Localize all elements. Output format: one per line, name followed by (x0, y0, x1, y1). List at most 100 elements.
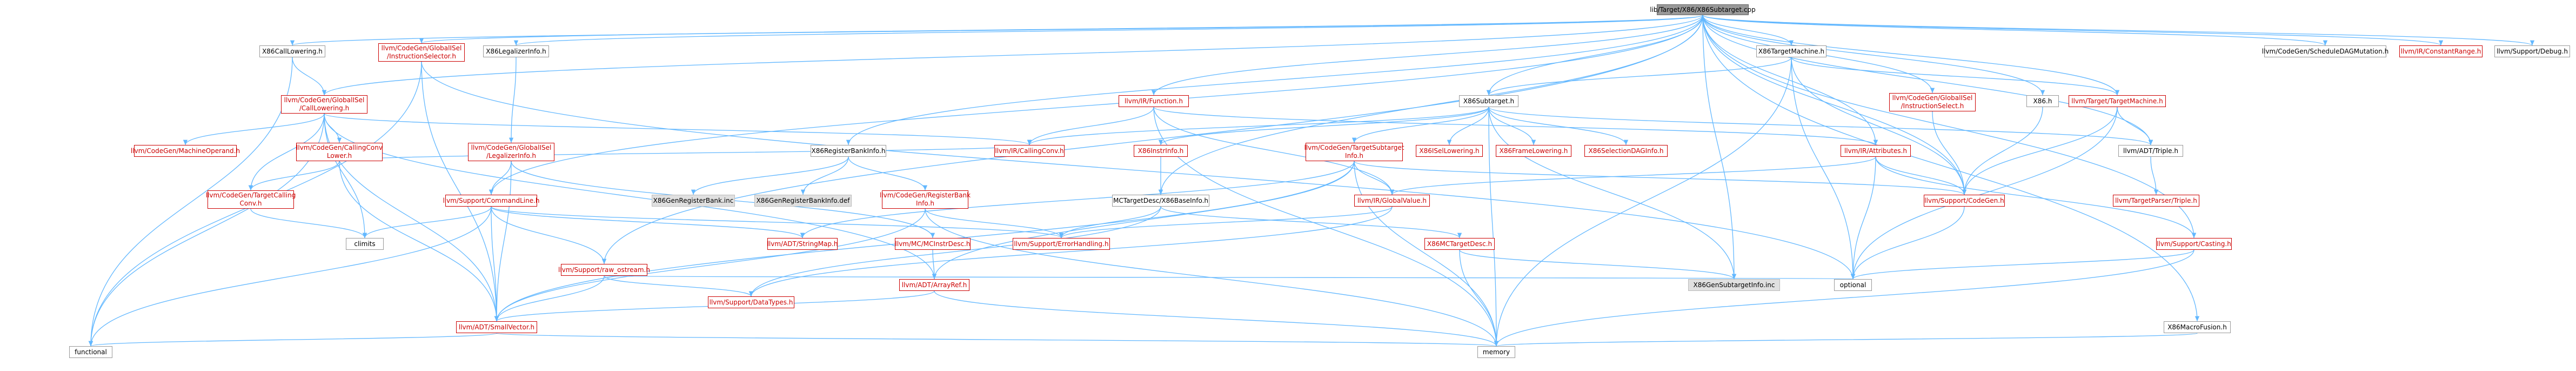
node-targetsubtargetinfo[interactable]: llvm/CodeGen/TargetSubtarget Info.h (1304, 143, 1404, 161)
node-x86mctargetdesc[interactable]: X86MCTargetDesc.h (1424, 238, 1495, 250)
edge-commandline-to-raw_ostream (491, 206, 607, 264)
edge-raw_ostream-to-smallvector (494, 275, 605, 322)
node-globalvalue[interactable]: llvm/IR/GlobalValue.h (1354, 195, 1430, 207)
node-stringmap[interactable]: llvm/ADT/StringMap.h (767, 238, 838, 250)
node-x86calllowering[interactable]: X86CallLowering.h (259, 45, 325, 57)
edge-x86targetmachine-to-memory (1494, 57, 1792, 347)
edge-x86registerbankinfo-to-registerbankinfo (848, 156, 928, 191)
edge-globalisel_calllowering-to-targetcallingconv (248, 113, 325, 191)
node-casting[interactable]: llvm/Support/Casting.h (2156, 238, 2232, 250)
node-function[interactable]: llvm/IR/Function.h (1119, 95, 1189, 107)
node-machineoperand[interactable]: llvm/CodeGen/MachineOperand.h (131, 145, 240, 157)
node-climits[interactable]: climits (346, 238, 384, 250)
node-x86selectiondaginfo[interactable]: X86SelectionDAGInfo.h (1584, 145, 1668, 157)
edge-root-to-x86subtarget_h (1486, 15, 1703, 96)
node-root-x86subtarget-cpp[interactable]: lib/Target/X86/X86Subtarget.cpp (1650, 4, 1756, 15)
node-x86genregisterbank-inc[interactable]: X86GenRegisterBank.inc (652, 195, 735, 207)
edge-x86targetmachine-to-optional (1791, 57, 1856, 280)
node-x86gensubtargetinfo-inc[interactable]: X86GenSubtargetInfo.inc (1688, 279, 1780, 291)
edge-root-to-x86targetmachine (1702, 15, 1794, 46)
edge-x86subtarget_h-to-x86gensubtargetinfo (1488, 107, 1737, 280)
edge-root-to-globalisel_calllowering (322, 15, 1703, 96)
node-globalisel-calllowering[interactable]: llvm/CodeGen/GlobalISel /CallLowering.h (281, 95, 367, 114)
edge-root-to-x86calllowering (290, 15, 1703, 46)
edge-triple-to-targetparser (2150, 156, 2159, 195)
edge-x86baseinfo-to-errorhandling (1059, 206, 1161, 239)
edge-raw_ostream-to-datatypes (604, 275, 754, 297)
node-arrayref[interactable]: llvm/ADT/ArrayRef.h (899, 279, 969, 291)
node-x86subtarget-h[interactable]: X86Subtarget.h (1459, 95, 1518, 107)
edge-attributes-to-optional (1850, 156, 1876, 280)
node-targetmachine[interactable]: llvm/Target/TargetMachine.h (2069, 95, 2166, 107)
edge-root-to-x86gensubtargetinfo (1702, 15, 1737, 280)
node-callingconvlower[interactable]: llvm/CodeGen/CallingConv Lower.h (296, 143, 383, 161)
edge-casting-to-memory (1494, 249, 2194, 347)
edge-callingconvlower-to-callingconv (339, 144, 1032, 162)
node-targetcallingconv[interactable]: llvm/CodeGen/TargetCalling Conv.h (206, 190, 296, 209)
edge-registerbankinfo-to-memory (925, 208, 1499, 347)
edge-x86targetmachine-to-x86subtarget_h (1486, 57, 1792, 96)
edge-root-to-globalisel_instructionselector (419, 15, 1703, 44)
node-scheduledagmutation[interactable]: llvm/CodeGen/ScheduleDAGMutation.h (2262, 45, 2388, 57)
node-x86framelowering[interactable]: X86FrameLowering.h (1496, 145, 1571, 157)
edge-attributes-to-casting (1875, 156, 2197, 239)
node-x86isellowering[interactable]: X86ISelLowering.h (1416, 145, 1483, 157)
edge-x86registerbankinfo-to-x86genregisterbankinfo_def (800, 156, 849, 195)
node-functional[interactable]: functional (69, 346, 112, 358)
edge-x86subtarget_h-to-triple (1488, 107, 2153, 145)
node-datatypes[interactable]: llvm/Support/DataTypes.h (708, 296, 794, 308)
node-x86targetmachine[interactable]: X86TargetMachine.h (1756, 45, 1826, 57)
node-x86baseinfo[interactable]: MCTargetDesc/X86BaseInfo.h (1112, 195, 1209, 207)
node-optional[interactable]: optional (1834, 279, 1872, 291)
edge-targetsubtargetinfo-to-arrayref (932, 161, 1355, 280)
edge-x86baseinfo-to-x86mctargetdesc (1160, 206, 1462, 239)
node-errorhandling[interactable]: llvm/Support/ErrorHandling.h (1013, 238, 1110, 250)
edge-targetsubtargetinfo-to-stringmap (800, 161, 1355, 239)
edge-globalisel_instructionselect-to-codegen (1932, 111, 1967, 195)
node-x86genregisterbankinfo-def[interactable]: X86GenRegisterBankInfo.def (754, 195, 852, 207)
node-smallvector[interactable]: llvm/ADT/SmallVector.h (456, 321, 537, 333)
edge-root-to-raw_ostream (601, 15, 1703, 264)
edge-globalisel_instructionselector-to-smallvector (421, 61, 499, 322)
node-x86legalizerinfo[interactable]: X86LegalizerInfo.h (483, 45, 549, 57)
edge-globalisel_calllowering-to-machineoperand (183, 113, 325, 145)
edge-globalisel_legalizerinfo-to-smallvector (494, 161, 512, 322)
node-constantrange[interactable]: llvm/IR/ConstantRange.h (2399, 45, 2483, 57)
edge-root-to-function (1151, 15, 1703, 96)
edge-casting-to-optional (1851, 249, 2194, 280)
edge-function-to-callingconv (1027, 107, 1154, 145)
node-globalisel-instructionselect[interactable]: llvm/CodeGen/GlobalISel /InstructionSele… (1889, 93, 1976, 111)
node-x86registerbankinfo[interactable]: X86RegisterBankInfo.h (811, 145, 886, 157)
node-commandline[interactable]: llvm/Support/CommandLine.h (443, 195, 540, 207)
node-triple[interactable]: llvm/ADT/Triple.h (2118, 145, 2183, 157)
edge-x86subtarget_h-to-x86selectiondaginfo (1488, 107, 1629, 145)
node-globalisel-instructionselector[interactable]: llvm/CodeGen/GlobalISel /InstructionSele… (378, 43, 465, 62)
node-debug[interactable]: llvm/Support/Debug.h (2494, 45, 2570, 57)
edge-root-to-scheduledagmutation (1702, 15, 2327, 46)
node-x86-h[interactable]: X86.h (2026, 95, 2059, 107)
edge-x86subtarget_h-to-targetsubtargetinfo (1351, 107, 1489, 143)
edge-root-to-x86registerbankinfo (846, 15, 1703, 145)
node-raw-ostream[interactable]: llvm/Support/raw_ostream.h (558, 264, 650, 276)
node-x86macrofusion[interactable]: X86MacroFusion.h (2164, 321, 2231, 333)
node-callingconv[interactable]: llvm/IR/CallingConv.h (994, 145, 1065, 157)
edge-root-to-debug (1702, 15, 2534, 46)
edge-x86_h-to-codegen (1962, 107, 2043, 195)
edge-function-to-attributes (1153, 107, 1878, 145)
node-targetparser-triple[interactable]: llvm/TargetParser/Triple.h (2113, 195, 2199, 207)
edge-root-to-codegen (1702, 15, 1967, 195)
node-globalisel-legalizerinfo[interactable]: llvm/CodeGen/GlobalISel /LegalizerInfo.h (468, 143, 554, 161)
edge-registerbankinfo-to-errorhandling (925, 208, 1064, 239)
node-registerbankinfo[interactable]: llvm/CodeGen/RegisterBank Info.h (880, 190, 971, 209)
edge-callingconvlower-to-smallvector (339, 161, 499, 322)
node-attributes[interactable]: llvm/IR/Attributes.h (1841, 145, 1911, 157)
node-mcinstrdesc[interactable]: llvm/MC/MCInstrDesc.h (895, 238, 971, 250)
node-memory[interactable]: memory (1477, 346, 1515, 358)
edge-targetsubtargetinfo-to-codegen (1354, 161, 1966, 195)
edge-x86legalizerinfo-to-globalisel_legalizerinfo (508, 57, 517, 143)
edge-function-to-globalvalue (1153, 107, 1395, 195)
edge-globalisel_legalizerinfo-to-commandline (489, 161, 512, 195)
node-x86instrinfo[interactable]: X86InstrInfo.h (1134, 145, 1188, 157)
edge-globalvalue-to-errorhandling (1059, 206, 1393, 239)
node-codegen[interactable]: llvm/Support/CodeGen.h (1924, 195, 2005, 207)
